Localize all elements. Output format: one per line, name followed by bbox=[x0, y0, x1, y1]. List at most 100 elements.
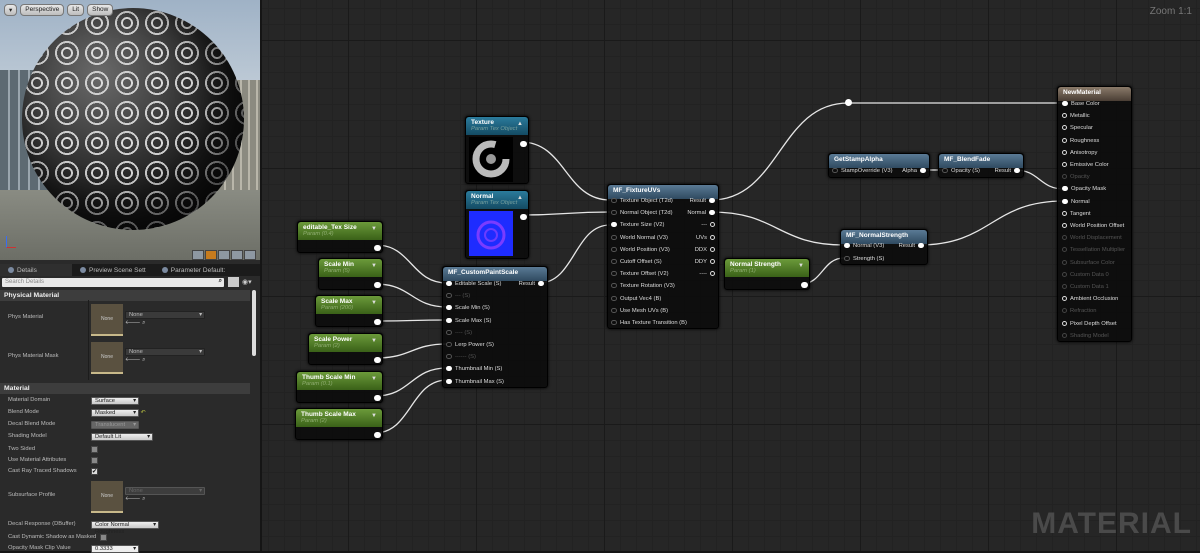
output-pin[interactable]: Normal bbox=[687, 209, 715, 217]
column-divider[interactable] bbox=[88, 300, 89, 380]
blend-fade-node[interactable]: MF_BlendFade Opacity (S) Result bbox=[938, 153, 1024, 178]
wire[interactable] bbox=[520, 141, 611, 201]
output-pin[interactable]: UVs bbox=[696, 234, 715, 242]
fixture-uvs-node[interactable]: MF_FixtureUVs Texture Object (T2d)Normal… bbox=[607, 184, 719, 329]
material-input-pin[interactable]: Opacity Mask bbox=[1062, 185, 1106, 193]
normal-strength-node[interactable]: MF_NormalStrength Normal (V3) Strength (… bbox=[840, 229, 928, 265]
output-pin[interactable] bbox=[520, 141, 527, 147]
input-pin[interactable]: Cutoff Offset (S) bbox=[611, 258, 662, 266]
material-domain-dropdown[interactable]: Surface bbox=[91, 397, 139, 405]
wire[interactable] bbox=[710, 102, 849, 201]
section-material[interactable]: Material bbox=[0, 383, 250, 394]
mesh-preview-icon[interactable] bbox=[244, 250, 256, 260]
material-input-pin[interactable]: Normal bbox=[1062, 198, 1090, 206]
material-input-pin[interactable]: Tangent bbox=[1062, 210, 1091, 218]
collapse-icon[interactable]: ▼ bbox=[371, 376, 377, 382]
material-input-pin[interactable]: Specular bbox=[1062, 124, 1093, 132]
collapse-icon[interactable]: ▼ bbox=[371, 300, 377, 306]
reroute-node[interactable] bbox=[845, 99, 852, 106]
collapse-icon[interactable]: ▼ bbox=[371, 263, 377, 269]
input-pin[interactable]: Texture Offset (V2) bbox=[611, 270, 669, 278]
subsurface-profile-dropdown[interactable]: None bbox=[125, 487, 205, 495]
input-pin[interactable]: Texture Rotation (V3) bbox=[611, 282, 675, 290]
material-input-pin[interactable]: Subsurface Color bbox=[1062, 259, 1115, 267]
collapse-icon[interactable]: ▼ bbox=[798, 263, 804, 269]
collapse-icon[interactable]: ▲ bbox=[517, 195, 523, 201]
output-pin[interactable] bbox=[374, 319, 381, 325]
material-input-pin[interactable]: Custom Data 0 bbox=[1062, 271, 1109, 279]
wire[interactable] bbox=[374, 379, 448, 434]
search-details-input[interactable]: Search Details⌕ bbox=[2, 278, 224, 287]
subsurface-profile-thumbnail[interactable]: None bbox=[91, 481, 123, 513]
view-options-grid-icon[interactable] bbox=[228, 277, 239, 287]
input-pin[interactable]: Scale Min (S) bbox=[446, 304, 490, 312]
input-pin[interactable]: ---- (S) bbox=[446, 329, 472, 337]
output-pin[interactable] bbox=[520, 214, 527, 220]
browse-search-icon[interactable]: ⌕ bbox=[142, 357, 146, 363]
phys-material-mask-dropdown[interactable]: None bbox=[125, 348, 205, 356]
use-selected-arrow-icon[interactable]: 🡐 bbox=[125, 320, 141, 326]
custom-paint-scale-node[interactable]: MF_CustomPaintScale Editable Scale (S)--… bbox=[442, 266, 548, 388]
input-pin-normal[interactable]: Normal (V3) bbox=[844, 242, 884, 250]
output-pin-result[interactable]: Result bbox=[899, 242, 924, 250]
input-pin[interactable]: Texture Object (T2d) bbox=[611, 197, 673, 205]
wire[interactable] bbox=[375, 283, 448, 308]
output-pin[interactable] bbox=[374, 357, 381, 363]
input-pin-stamp-override[interactable]: StampOverride (V3) bbox=[832, 167, 893, 175]
show-button[interactable]: Show bbox=[87, 4, 114, 16]
collapse-icon[interactable]: ▼ bbox=[371, 413, 377, 419]
collapse-icon[interactable]: ▼ bbox=[371, 226, 377, 232]
output-pin[interactable] bbox=[374, 432, 381, 438]
material-input-pin[interactable]: Custom Data 1 bbox=[1062, 283, 1109, 291]
input-pin[interactable]: Thumbnail Max (S) bbox=[446, 378, 504, 386]
visibility-eye-icon[interactable]: ◉▾ bbox=[242, 279, 252, 286]
tab-parameter-defaults[interactable]: Parameter Default: bbox=[154, 264, 234, 276]
wire[interactable] bbox=[376, 319, 448, 322]
material-input-pin[interactable]: Roughness bbox=[1062, 137, 1099, 145]
output-pin[interactable] bbox=[374, 245, 381, 251]
input-pin[interactable]: ------ (S) bbox=[446, 353, 476, 361]
material-input-pin[interactable]: Anisotropy bbox=[1062, 149, 1097, 157]
output-pin[interactable]: DDY bbox=[695, 258, 715, 266]
material-input-pin[interactable]: Ambient Occlusion bbox=[1062, 295, 1118, 303]
decal-response-dropdown[interactable]: Color Normal Roughness bbox=[91, 521, 159, 535]
output-pin-result[interactable]: Result bbox=[519, 280, 544, 288]
material-input-pin[interactable]: Opacity bbox=[1062, 173, 1090, 181]
wire[interactable] bbox=[538, 224, 611, 284]
perspective-button[interactable]: Perspective bbox=[20, 4, 65, 16]
material-input-pin[interactable]: World Displacement bbox=[1062, 234, 1122, 242]
plane-preview-icon[interactable] bbox=[218, 250, 230, 260]
use-material-attributes-checkbox[interactable] bbox=[91, 457, 98, 464]
material-input-pin[interactable]: Shading Model bbox=[1062, 332, 1109, 340]
input-pin-strength[interactable]: Strength (S) bbox=[844, 255, 884, 263]
wire[interactable] bbox=[710, 211, 845, 246]
preview-viewport[interactable]: ▾ Perspective Lit Show bbox=[0, 0, 260, 260]
material-input-pin[interactable]: Tessellation Multiplier bbox=[1062, 246, 1125, 254]
wire[interactable] bbox=[375, 343, 448, 359]
input-pin[interactable]: Output Vec4 (B) bbox=[611, 295, 661, 303]
wire[interactable] bbox=[918, 200, 1065, 246]
input-pin[interactable]: --- (S) bbox=[446, 292, 470, 300]
phys-material-thumbnail[interactable]: None bbox=[91, 304, 123, 336]
output-pin[interactable]: Result bbox=[690, 197, 715, 205]
wire[interactable] bbox=[374, 367, 448, 397]
output-pin[interactable] bbox=[801, 282, 808, 288]
cube-preview-icon[interactable] bbox=[231, 250, 243, 260]
output-pin[interactable]: ---- bbox=[699, 270, 715, 278]
cylinder-preview-icon[interactable] bbox=[192, 250, 204, 260]
material-input-pin[interactable]: Refraction bbox=[1062, 307, 1096, 315]
section-physical-material[interactable]: Physical Material bbox=[0, 290, 250, 301]
browse-search-icon[interactable]: ⌕ bbox=[142, 496, 146, 502]
input-pin[interactable]: Editable Scale (S) bbox=[446, 280, 501, 288]
two-sided-checkbox[interactable] bbox=[91, 446, 98, 453]
input-pin[interactable]: Normal Object (T2d) bbox=[611, 209, 673, 217]
blend-mode-dropdown[interactable]: Masked bbox=[91, 409, 139, 417]
